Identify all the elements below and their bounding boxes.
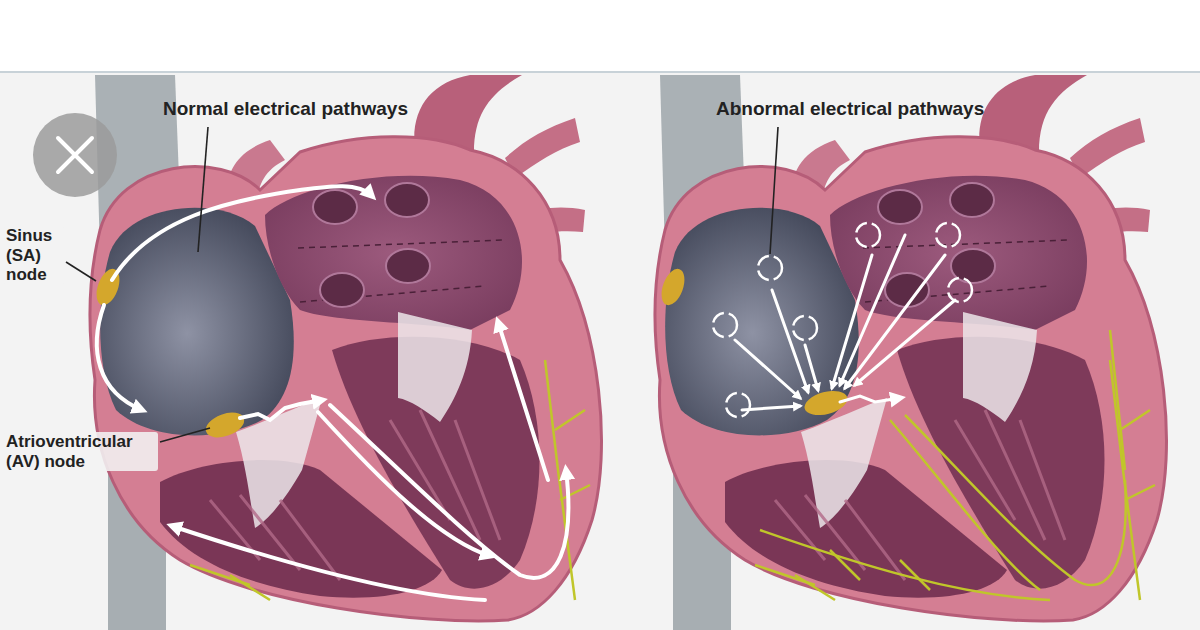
conduction-fibres <box>760 330 1126 600</box>
av-node <box>202 408 247 442</box>
normal-pathway-arrows <box>97 186 569 600</box>
heart-normal <box>90 75 602 630</box>
leader-lines <box>66 127 778 442</box>
part-label: Sinus (SA) node <box>4 226 64 285</box>
top-bar <box>0 0 1200 72</box>
picture-ground <box>0 73 1200 630</box>
heart-abnormal <box>655 75 1167 630</box>
abnormal-pathway-arrows <box>735 235 955 410</box>
close-icon <box>33 113 117 197</box>
panel-heading: Abnormal electrical pathways <box>716 98 984 120</box>
circular-arrows <box>713 223 972 417</box>
panel-heading: Normal electrical pathways <box>163 98 408 120</box>
part-label: Atrioventricular (AV) node <box>4 432 158 471</box>
divider-line <box>0 71 1200 73</box>
